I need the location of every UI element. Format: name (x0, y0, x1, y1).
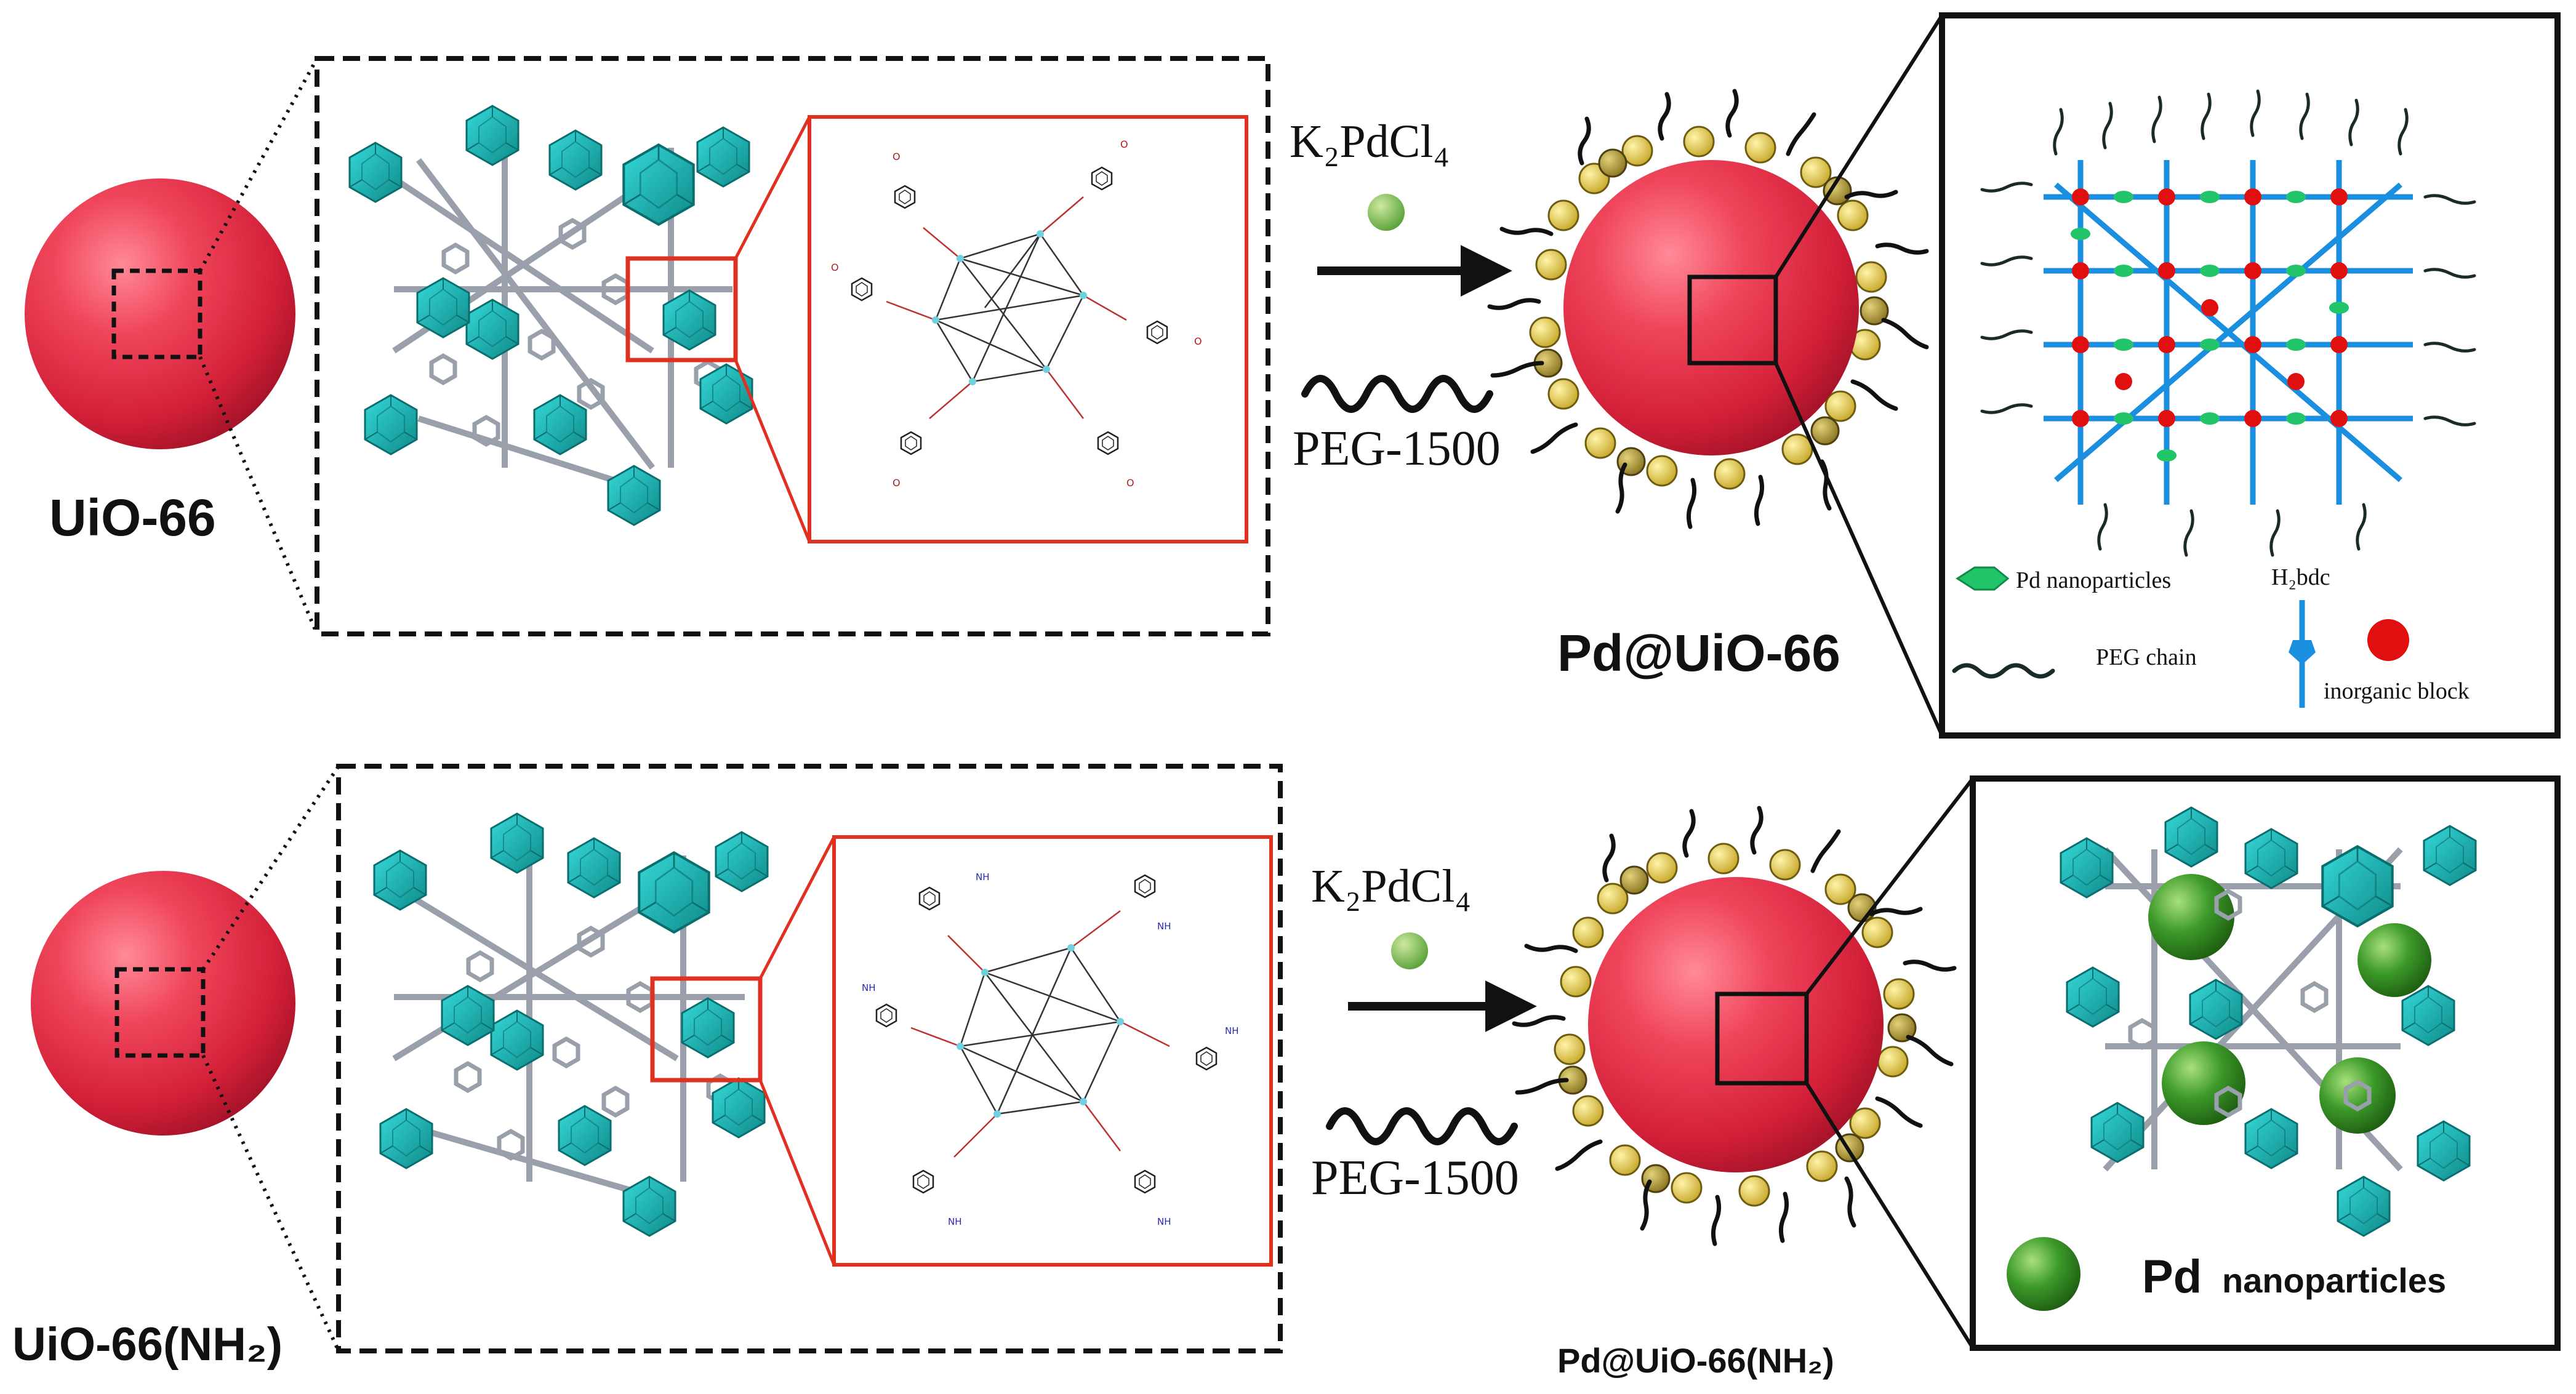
row-uio66: UiO-66 (25, 12, 2561, 739)
structure-detail-top: Pd nanoparticles H₂bdc PEG chain inorgan… (1939, 12, 2561, 739)
legend-linker-label: H₂bdc (2271, 564, 2330, 590)
inorganic-legend-icon (2367, 619, 2409, 661)
svg-text:NH: NH (948, 1216, 962, 1227)
pd-precursor-icon (1368, 194, 1405, 231)
uio66-nh2-particle (31, 871, 295, 1136)
uio66-zoom-box (111, 268, 203, 359)
pd-particle (2319, 1057, 2396, 1134)
mof-cage-structure (348, 105, 753, 526)
cage-zoom-box-nh2 (650, 976, 763, 1083)
legend-top: Pd nanoparticles H₂bdc PEG chain inorgan… (1952, 564, 2470, 708)
svg-text:O: O (893, 477, 901, 489)
svg-text:O: O (1120, 138, 1128, 150)
pd-particle (2357, 923, 2431, 997)
pd-uio66-nh2-particle (1512, 806, 1957, 1246)
legend-pd-label: Pd nanoparticles (2016, 567, 2171, 593)
polymer-label-top: PEG-1500 (1293, 422, 1501, 476)
svg-text:O: O (1194, 335, 1202, 347)
pd-particle (2148, 874, 2234, 960)
uio66-nh2-label: UiO-66(NH₂) (12, 1318, 283, 1371)
peg-chain-icon (1301, 375, 1493, 413)
structure-detail-bottom: Pd nanoparticles (1970, 775, 2561, 1351)
pd-uio66-label: Pd@UiO-66 (1557, 624, 1840, 682)
svg-text:NH: NH (862, 982, 876, 993)
pd-legend-icon (1956, 566, 2010, 591)
peg-legend-icon (1952, 663, 2055, 679)
pd-precursor-icon-bottom (1391, 932, 1428, 969)
svg-text:NH: NH (976, 871, 990, 883)
pd-uio66-particle (1487, 89, 1929, 529)
svg-text:NH: NH (1157, 921, 1171, 932)
reagent-label-bottom: K₂PdCl₄ (1311, 860, 1471, 912)
linker-legend-icon (2289, 600, 2316, 708)
polymer-label-bottom: PEG-1500 (1311, 1151, 1519, 1205)
uio66-label: UiO-66 (49, 489, 216, 547)
reagent-label-top: K₂PdCl₄ (1290, 116, 1450, 167)
pd-uio66-nh2-label: Pd@UiO-66(NH₂) (1557, 1341, 1834, 1380)
mof-cage-structure-nh2 (373, 812, 769, 1237)
legend-pd-rest: nanoparticles (2222, 1261, 2446, 1300)
svg-text:NH: NH (1225, 1025, 1239, 1036)
legend-inorganic-label: inorganic block (2324, 678, 2470, 704)
uio66-nh2-zoom-box (114, 967, 206, 1058)
molecule-schematic-nh2: NH NH NH NH NH NH (832, 835, 1273, 1267)
peg-chain-icon-bottom (1326, 1107, 1518, 1145)
molecule-schematic-uio66: O O O O O O (808, 115, 1248, 543)
mof-cage-panel (315, 56, 1270, 636)
uio66-particle (25, 178, 295, 449)
row-uio66-nh2: UiO-66(NH₂) (12, 764, 2561, 1380)
cage-zoom-box (625, 256, 738, 363)
svg-text:NH: NH (1157, 1216, 1171, 1227)
svg-text:O: O (831, 262, 839, 273)
mof-cage-panel-nh2 (336, 764, 1283, 1353)
svg-text:O: O (893, 151, 901, 162)
legend-pd-bold: Pd (2142, 1251, 2202, 1303)
pd-legend-sphere-icon (2007, 1237, 2080, 1311)
pd-particle (2162, 1041, 2245, 1125)
legend-peg-label: PEG chain (2096, 644, 2197, 670)
svg-text:O: O (1126, 477, 1134, 489)
